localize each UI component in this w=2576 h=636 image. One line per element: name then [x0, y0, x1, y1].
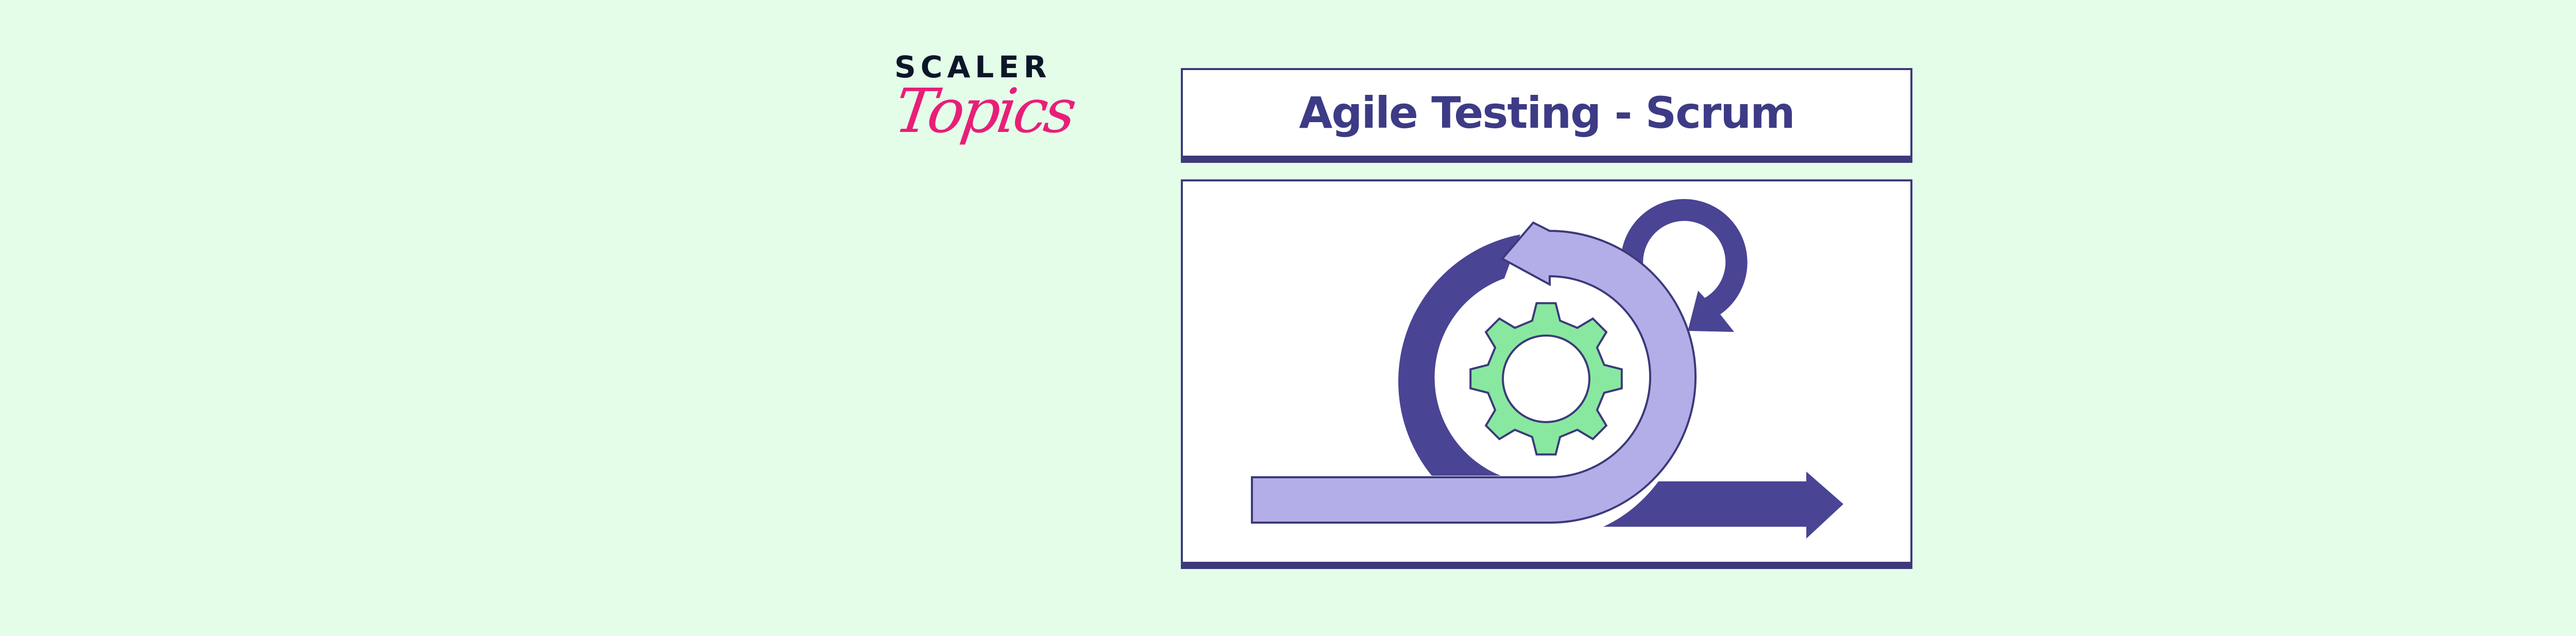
- scrum-diagram-panel: [1181, 179, 1912, 569]
- title-banner: Agile Testing - Scrum: [1181, 68, 1912, 163]
- dark-left-arc: [1398, 235, 1520, 476]
- page-title: Agile Testing - Scrum: [1299, 88, 1795, 138]
- sprint-cycle-arrow: [1251, 221, 1697, 524]
- small-loop-arrow: [1620, 199, 1748, 332]
- logo-scaler-text: SCALER: [894, 49, 1052, 85]
- dark-output-arrow: [1603, 472, 1843, 539]
- scrum-cycle-illustration: [1251, 199, 1843, 539]
- scaler-topics-logo: SCALER Topics: [890, 49, 1078, 153]
- gear-hole: [1502, 334, 1590, 423]
- logo-topics-text: Topics: [890, 75, 1078, 146]
